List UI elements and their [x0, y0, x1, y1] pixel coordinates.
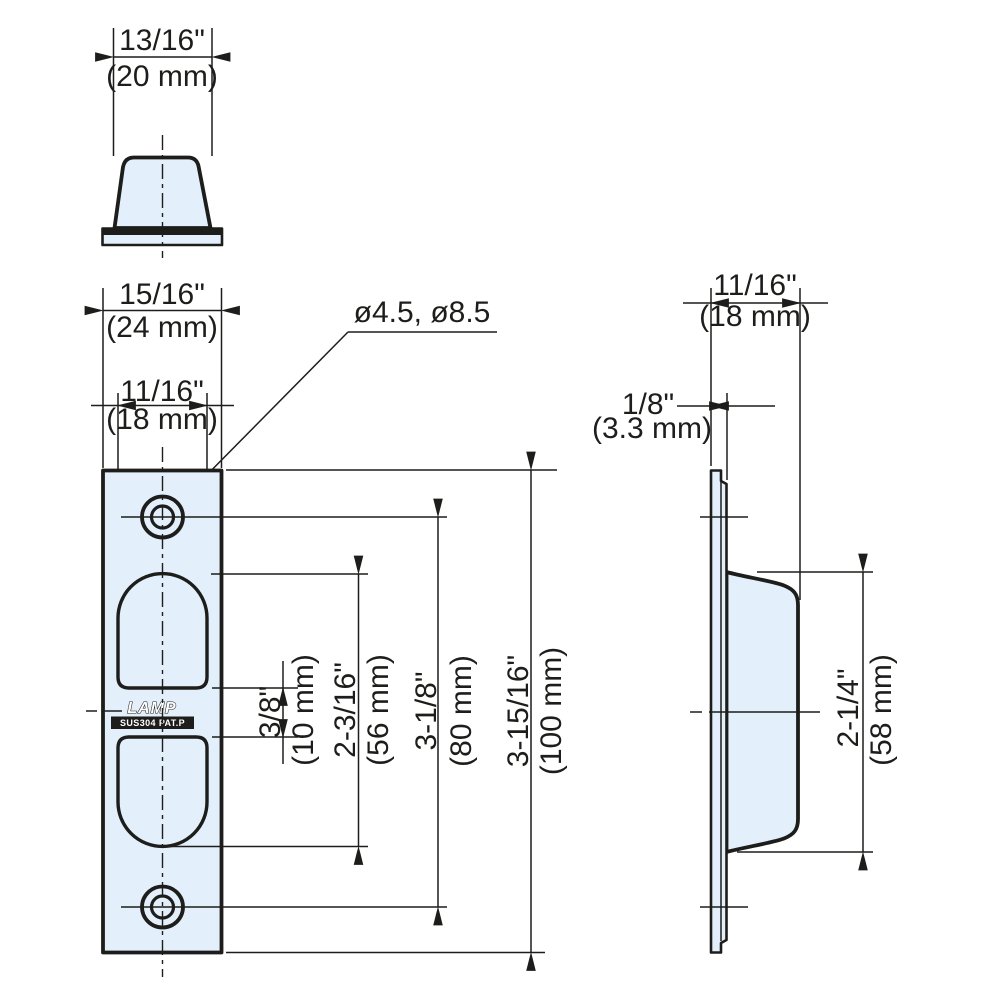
dim-plate-height-in: 3-15/16": [502, 655, 535, 767]
dim-plate-height-mm: (100 mm): [535, 647, 568, 775]
bolt-section-view: 13/16" (20 mm): [95, 24, 231, 258]
hole-diameter-label: ø4.5, ø8.5: [354, 296, 491, 329]
dim-bolt-width-in: 13/16": [119, 24, 205, 57]
dim-box-height-in: 2-1/4": [832, 668, 865, 747]
dim-cutout-width-mm: (18 mm): [106, 403, 218, 436]
leader-arrow: [171, 331, 349, 511]
latch-bolt-shape: [112, 155, 213, 230]
dim-thickness-mm: (3.3 mm): [592, 412, 712, 445]
dim-box-height-mm: (58 mm): [865, 654, 898, 766]
dim-hole-pitch-mm: (80 mm): [445, 655, 478, 767]
dim-cutout-width-in: 11/16": [120, 375, 204, 408]
dim-box-depth-mm: (18 mm): [699, 300, 811, 333]
dim-cutout-span-in: 2-3/16": [329, 662, 362, 758]
dim-bolt-width-mm: (20 mm): [106, 60, 218, 93]
dim-box-depth-in: 11/16": [713, 269, 797, 302]
dim-cutout-span-mm: (56 mm): [362, 654, 395, 766]
side-view: 11/16" (18 mm) 1/8" (3.3 mm) 2-1/4" (58 …: [592, 269, 898, 954]
dim-hole-pitch-in: 3-1/8": [410, 671, 443, 750]
lower-latch-cutout: [116, 735, 209, 849]
lamp-logo: LAMP: [127, 700, 176, 717]
front-view: 15/16" (24 mm) 11/16" (18 mm) ø4.5, ø8.5…: [84, 278, 568, 977]
dim-thickness-in: 1/8": [622, 388, 674, 421]
dim-plate-width-mm: (24 mm): [106, 311, 218, 344]
dim-gap-mm: (10 mm): [287, 654, 320, 766]
material-band: [111, 716, 194, 729]
material-label: SUS304 PAT.P: [120, 718, 185, 728]
dim-gap-in: 3/8": [254, 686, 287, 738]
dim-plate-width-in: 15/16": [119, 278, 205, 311]
